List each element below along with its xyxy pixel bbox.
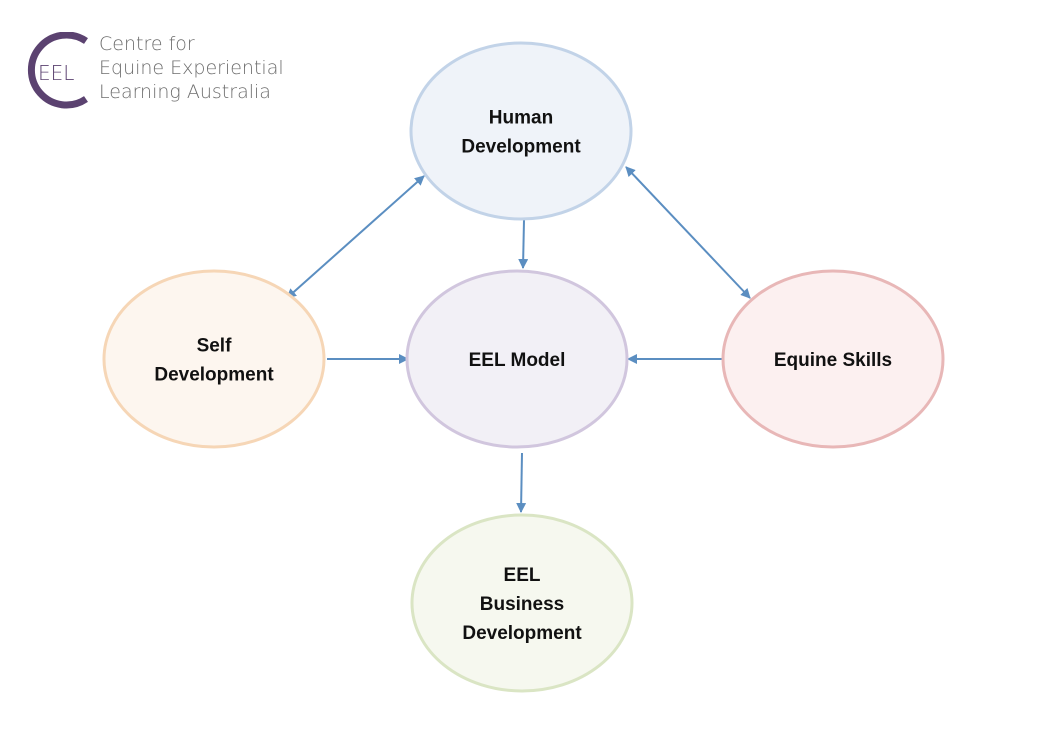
node-business-label-1: EEL bbox=[504, 565, 541, 586]
node-self-ellipse bbox=[102, 269, 326, 449]
node-business-ellipse bbox=[410, 513, 634, 693]
arrow-human-equine bbox=[625, 166, 751, 299]
logo-mark-text: EEL bbox=[38, 61, 74, 85]
logo-arc bbox=[27, 32, 88, 109]
node-equine: Equine Skills bbox=[721, 269, 945, 449]
node-eel-model-label-1: EEL Model bbox=[469, 350, 566, 371]
logo-line-1: Centre for bbox=[99, 33, 195, 55]
connections bbox=[286, 166, 751, 513]
node-business-label-3: Development bbox=[462, 623, 582, 644]
logo-text: Centre for Equine Experiential Learning … bbox=[99, 32, 284, 104]
node-self-label-1: Self bbox=[197, 336, 233, 357]
node-equine-ellipse bbox=[721, 269, 945, 449]
arrow-eel-model-business bbox=[516, 452, 527, 513]
node-business-label-2: Business bbox=[480, 594, 564, 615]
logo-mark-icon: EEL bbox=[27, 32, 88, 109]
logo-line-3: Learning Australia bbox=[99, 81, 271, 103]
logo: EEL Centre for Equine Experiential Learn… bbox=[24, 32, 304, 112]
arrow-human-self bbox=[286, 175, 425, 299]
logo-line-2: Equine Experiential bbox=[99, 57, 284, 79]
node-eel-model-ellipse bbox=[405, 269, 629, 449]
node-human-ellipse bbox=[409, 41, 633, 221]
node-eel-model: EEL Model bbox=[405, 269, 629, 449]
node-human-label-1: Human bbox=[489, 108, 553, 129]
node-self-label-2: Development bbox=[154, 365, 274, 386]
node-human-label-2: Development bbox=[461, 137, 581, 158]
arrow-human-eel-model bbox=[518, 219, 529, 269]
node-equine-label-1: Equine Skills bbox=[774, 350, 892, 371]
